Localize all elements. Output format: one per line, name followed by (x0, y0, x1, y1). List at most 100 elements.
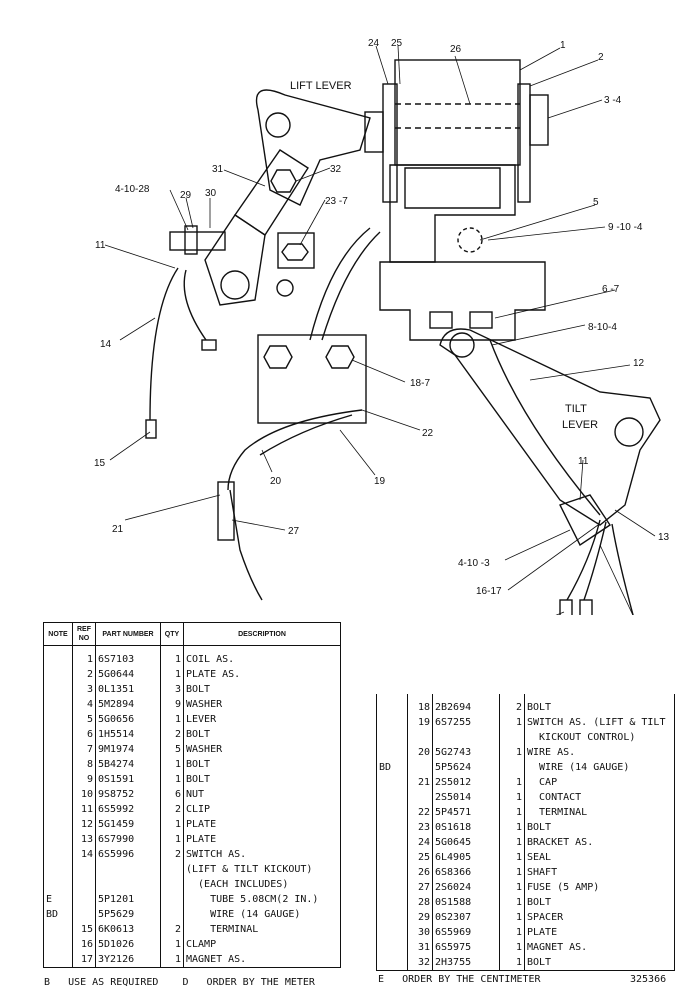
row-part-number: 0S1591 (95, 772, 161, 787)
row-qty (160, 907, 184, 922)
callout: 18-7 (410, 378, 430, 389)
callout: 2 (598, 52, 604, 63)
tilt-lever-label-1: TILT (565, 403, 587, 415)
document-number: 325366 (630, 974, 667, 985)
row-description: BOLT (183, 727, 341, 742)
row-note: E (43, 892, 73, 907)
row-part-number: 5M2894 (95, 697, 161, 712)
row-qty: 2 (160, 802, 184, 817)
row-qty: 1 (160, 757, 184, 772)
row-description: PLATE (183, 832, 341, 847)
row-qty: 1 (499, 880, 525, 895)
row-ref-no: 13 (72, 832, 96, 847)
row-ref-no: 10 (72, 787, 96, 802)
callout: 22 (422, 428, 434, 439)
callout: 11 (578, 456, 589, 467)
row-description: WIRE (14 GAUGE) (524, 760, 675, 775)
row-qty: 1 (499, 745, 525, 760)
row-description: WASHER (183, 697, 341, 712)
callout: 31 (212, 164, 224, 175)
row-note (43, 712, 73, 727)
row-note (43, 682, 73, 697)
callout: 4-10 -3 (458, 558, 490, 569)
row-description: MAGNET AS. (183, 952, 341, 968)
row-note (43, 667, 73, 682)
row-qty: 1 (499, 925, 525, 940)
row-ref-no: 23 (407, 820, 433, 835)
callout: 8-10-4 (588, 322, 617, 333)
col-note-header: NOTE (43, 622, 73, 646)
row-ref-no: 21 (407, 775, 433, 790)
row-description: CLIP (183, 802, 341, 817)
row-ref-no: 19 (407, 715, 433, 730)
row-qty: 1 (160, 772, 184, 787)
row-description: SHAFT (524, 865, 675, 880)
row-description: TERMINAL (524, 805, 675, 820)
row-part-number: 6S5992 (95, 802, 161, 817)
callout: 15 (94, 458, 106, 469)
row-ref-no: 9 (72, 772, 96, 787)
col-qty-header: QTY (160, 622, 184, 646)
row-qty: 1 (499, 850, 525, 865)
row-ref-no: 15 (72, 922, 96, 937)
callout: 26 (450, 44, 462, 55)
callout: 27 (288, 526, 300, 537)
row-ref-no (407, 760, 433, 775)
row-qty: 1 (160, 667, 184, 682)
row-qty: 1 (499, 955, 525, 971)
row-description: WASHER (183, 742, 341, 757)
row-qty: 2 (160, 727, 184, 742)
callout: 16-17 (476, 586, 502, 597)
row-part-number: 5P1201 (95, 892, 161, 907)
row-note (43, 817, 73, 832)
row-note (376, 925, 408, 940)
row-qty: 6 (160, 787, 184, 802)
row-description: SWITCH AS. (LIFT & TILT (524, 715, 675, 730)
row-qty: 1 (499, 775, 525, 790)
row-note (376, 790, 408, 805)
tilt-lever-label-2: LEVER (562, 419, 598, 431)
row-description: PLATE (183, 817, 341, 832)
row-part-number: 1H5514 (95, 727, 161, 742)
row-description: BOLT (524, 820, 675, 835)
row-qty: 9 (160, 697, 184, 712)
row-note (376, 694, 408, 715)
row-description: BOLT (524, 694, 675, 715)
row-note (376, 805, 408, 820)
row-ref-no: 31 (407, 940, 433, 955)
row-description: BOLT (183, 757, 341, 772)
row-description: NUT (183, 787, 341, 802)
row-note: BD (376, 760, 408, 775)
row-ref-no: 8 (72, 757, 96, 772)
callout: 9 -10 -4 (608, 222, 643, 233)
callout: 14 (100, 339, 112, 350)
row-part-number: 2S6024 (432, 880, 500, 895)
row-description: BRACKET AS. (524, 835, 675, 850)
row-note (376, 715, 408, 730)
row-description: PLATE AS. (183, 667, 341, 682)
row-description: BOLT (183, 772, 341, 787)
row-description: FUSE (5 AMP) (524, 880, 675, 895)
row-part-number: 2S5012 (432, 775, 500, 790)
row-part-number: 2S5014 (432, 790, 500, 805)
row-ref-no: 16 (72, 937, 96, 952)
row-note (376, 955, 408, 971)
callout: 5 (593, 197, 599, 208)
row-part-number: 5G0656 (95, 712, 161, 727)
callout: 11 (95, 240, 106, 251)
row-description: TERMINAL (183, 922, 341, 937)
table-row: (LIFT & TILT KICKOUT) (43, 862, 341, 877)
row-qty: 2 (160, 847, 184, 862)
